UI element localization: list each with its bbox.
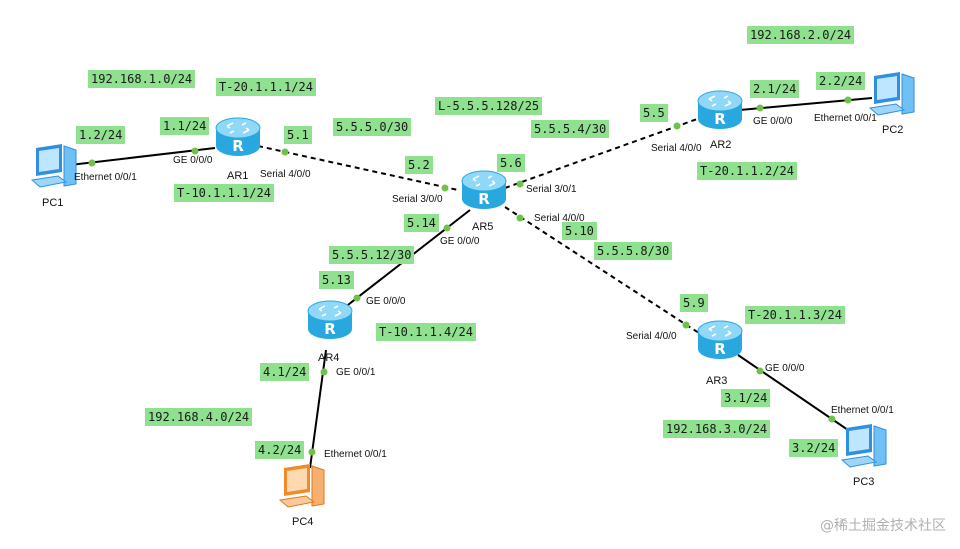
device-name-pc4: PC4: [292, 516, 314, 528]
port-ar3-ge: GE 0/0/0: [765, 363, 805, 374]
device-name-pc2: PC2: [882, 124, 904, 136]
port-pc4-eth: Ethernet 0/0/1: [324, 449, 387, 460]
router-ar5-icon[interactable]: R: [460, 168, 508, 212]
addr-pc2: 2.2/24: [816, 72, 866, 90]
endpoint-pc4: [308, 448, 316, 456]
network-ar4-ar5: 5.5.5.12/30: [329, 246, 415, 264]
tunnel-ar1-bottom: T-10.1.1.1/24: [174, 184, 274, 202]
device-name-ar5: AR5: [472, 221, 494, 233]
svg-text:R: R: [232, 137, 244, 155]
addr-ar1-s: 5.1: [284, 126, 312, 144]
network-lan2: 192.168.2.0/24: [747, 26, 855, 44]
port-ar5-ge: GE 0/0/0: [440, 236, 480, 247]
tunnel-ar3: T-20.1.1.3/24: [745, 306, 845, 324]
endpoint-ar4-ge1: [320, 368, 328, 376]
network-ar5-loopback: L-5.5.5.128/25: [435, 97, 543, 115]
link-endpoints: [88, 96, 852, 456]
device-name-ar1: AR1: [227, 170, 249, 182]
link-ar5-ar2: [504, 117, 701, 189]
device-name-pc3: PC3: [853, 476, 875, 488]
network-lan4: 192.168.4.0/24: [145, 408, 253, 426]
endpoint-ar5-s31: [516, 180, 524, 188]
port-ar1-s: Serial 4/0/0: [260, 169, 311, 180]
pc2-icon[interactable]: [866, 70, 920, 120]
endpoint-ar1-ge: [191, 147, 199, 155]
addr-ar5-s31: 5.6: [497, 154, 525, 172]
addr-pc4: 4.2/24: [255, 441, 305, 459]
router-ar3-icon[interactable]: R: [696, 318, 744, 362]
addr-ar1-ge: 1.1/24: [160, 117, 210, 135]
addr-ar3-s: 5.9: [680, 294, 708, 312]
svg-text:R: R: [324, 320, 336, 338]
endpoint-ar3-ge: [756, 367, 764, 375]
addr-ar3-ge: 3.1/24: [721, 389, 771, 407]
endpoint-ar5-s30: [441, 184, 449, 192]
link-ar5-ar3: [504, 206, 703, 336]
port-ar2-s: Serial 4/0/0: [651, 143, 702, 154]
endpoint-ar5-ge: [443, 224, 451, 232]
network-lan1: 192.168.1.0/24: [88, 70, 196, 88]
port-ar5-s31: Serial 3/0/1: [526, 184, 577, 195]
device-name-pc1: PC1: [42, 197, 64, 209]
device-name-ar4: AR4: [318, 352, 340, 364]
port-pc3-eth: Ethernet 0/0/1: [831, 405, 894, 416]
port-ar3-s: Serial 4/0/0: [626, 331, 677, 342]
port-pc2-eth: Ethernet 0/0/1: [814, 113, 877, 124]
device-name-ar2: AR2: [710, 139, 732, 151]
endpoint-pc1: [88, 159, 96, 167]
network-ar1-ar5: 5.5.5.0/30: [333, 118, 412, 136]
addr-ar4-ge0: 5.13: [319, 271, 354, 289]
watermark: @稀土掘金技术社区: [820, 518, 946, 534]
pc4-icon[interactable]: [276, 462, 330, 512]
addr-ar4-ge1: 4.1/24: [260, 363, 310, 381]
port-ar4-ge1: GE 0/0/1: [336, 367, 376, 378]
network-ar3-ar5: 5.5.5.8/30: [594, 242, 673, 260]
addr-pc3: 3.2/24: [789, 439, 839, 457]
network-lan3: 192.168.3.0/24: [663, 420, 771, 438]
port-ar4-ge0: GE 0/0/0: [366, 296, 406, 307]
addr-ar2-s: 5.5: [640, 104, 668, 122]
tunnel-ar1-top: T-20.1.1.1/24: [216, 78, 316, 96]
router-ar2-icon[interactable]: R: [696, 88, 744, 132]
pc1-icon[interactable]: [28, 142, 82, 192]
addr-ar5-s30: 5.2: [405, 156, 433, 174]
pc3-icon[interactable]: [838, 422, 892, 472]
endpoint-ar4-ge0: [353, 294, 361, 302]
svg-text:R: R: [478, 190, 490, 208]
tunnel-ar4: T-10.1.1.4/24: [376, 323, 476, 341]
link-ar1-ar5: [257, 145, 459, 191]
endpoint-ar3-s: [682, 321, 690, 329]
addr-ar5-ge: 5.14: [404, 214, 439, 232]
svg-text:R: R: [714, 110, 726, 128]
port-ar5-s40: Serial 4/0/0: [534, 213, 585, 224]
port-ar2-ge: GE 0/0/0: [753, 116, 793, 127]
port-pc1-eth: Ethernet 0/0/1: [74, 172, 137, 183]
svg-text:R: R: [714, 340, 726, 358]
endpoint-ar5-s40: [516, 214, 524, 222]
endpoint-pc3: [828, 415, 836, 423]
tunnel-ar2: T-20.1.1.2/24: [697, 162, 797, 180]
device-name-ar3: AR3: [706, 375, 728, 387]
port-ar1-ge: GE 0/0/0: [173, 155, 213, 166]
addr-ar5-s40: 5.10: [562, 222, 597, 240]
router-ar4-icon[interactable]: R: [306, 298, 354, 342]
endpoint-ar2-ge: [756, 104, 764, 112]
endpoint-pc2: [844, 96, 852, 104]
addr-ar2-ge: 2.1/24: [750, 80, 800, 98]
endpoint-ar2-s: [673, 122, 681, 130]
port-ar5-s30: Serial 3/0/0: [392, 194, 443, 205]
router-ar1-icon[interactable]: R: [214, 115, 262, 159]
addr-pc1: 1.2/24: [76, 126, 126, 144]
network-ar2-ar5: 5.5.5.4/30: [531, 120, 610, 138]
endpoint-ar1-s: [281, 148, 289, 156]
